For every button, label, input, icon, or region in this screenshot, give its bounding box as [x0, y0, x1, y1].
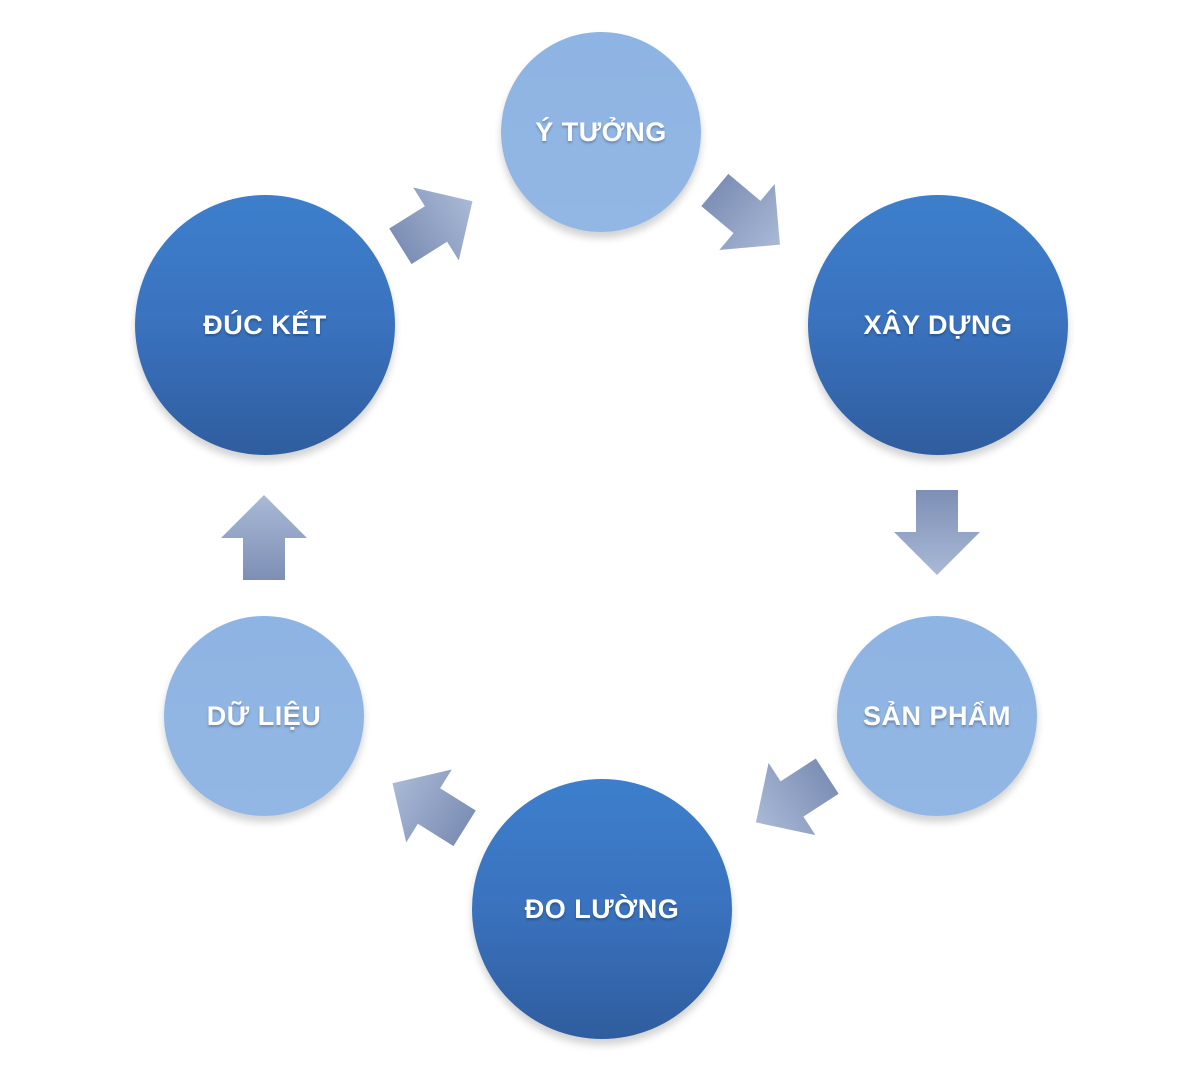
- arrow-shape: [392, 769, 476, 847]
- node-du-lieu: DỮ LIỆU: [164, 616, 364, 816]
- node-label: DỮ LIỆU: [206, 700, 322, 731]
- node-do-luong: ĐO LƯỜNG: [472, 779, 732, 1039]
- node-label: Ý TƯỞNG: [535, 116, 667, 147]
- arrow-shape: [221, 495, 307, 580]
- node-duc-ket: ĐÚC KẾT: [135, 195, 395, 455]
- arrow-shape: [701, 173, 780, 250]
- node-label: ĐO LƯỜNG: [524, 893, 680, 924]
- node-xay-dung: XÂY DỰNG: [808, 195, 1068, 455]
- node-label: ĐÚC KẾT: [203, 309, 327, 340]
- node-label: SẢN PHẨM: [862, 700, 1011, 731]
- node-label: XÂY DỰNG: [863, 309, 1013, 340]
- arrow-shape: [755, 758, 839, 836]
- arrow-shape: [389, 187, 473, 265]
- arrow-shape: [894, 490, 980, 575]
- node-y-tuong: Ý TƯỞNG: [501, 32, 701, 232]
- node-san-pham: SẢN PHẨM: [837, 616, 1037, 816]
